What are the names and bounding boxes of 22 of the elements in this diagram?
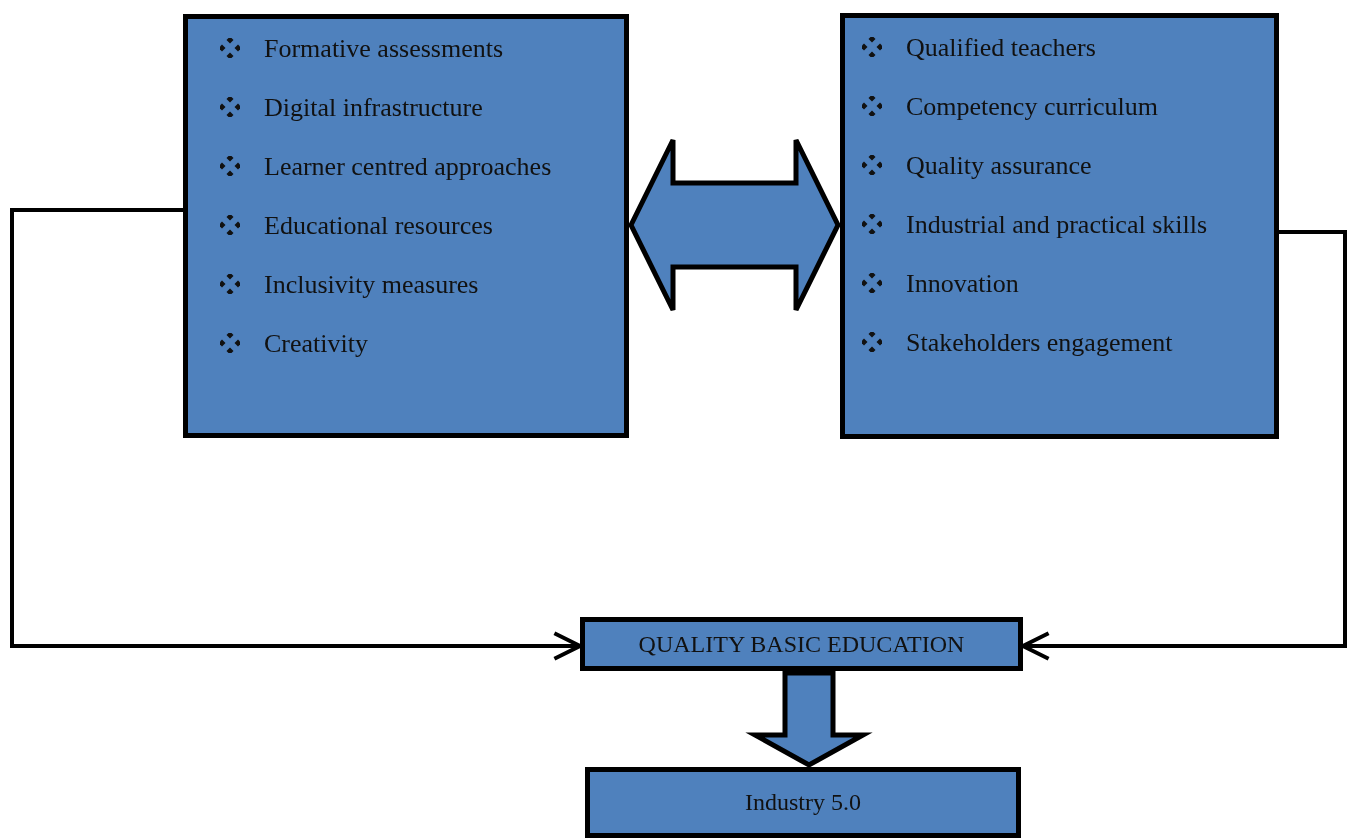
list-item: Digital infrastructure bbox=[264, 92, 483, 124]
arrow bbox=[1021, 230, 1347, 661]
process-box bbox=[580, 617, 1023, 671]
list-box bbox=[840, 13, 1279, 439]
list-item: Competency curriculum bbox=[906, 91, 1158, 123]
arrow bbox=[10, 208, 582, 661]
list-item: Inclusivity measures bbox=[264, 269, 479, 301]
list-item: Stakeholders engagement bbox=[906, 327, 1173, 359]
list-item: Quality assurance bbox=[906, 150, 1092, 182]
list-item: Innovation bbox=[906, 268, 1019, 300]
list-item: Industrial and practical skills bbox=[906, 209, 1208, 241]
node-label: Industry 5.0 bbox=[745, 789, 861, 816]
list-box bbox=[183, 14, 629, 438]
block-arrow bbox=[745, 670, 873, 768]
list-item: Creativity bbox=[264, 328, 368, 360]
process-box bbox=[585, 767, 1021, 838]
block-arrow bbox=[628, 137, 841, 313]
list-item: Formative assessments bbox=[264, 33, 504, 65]
node-label: QUALITY BASIC EDUCATION bbox=[638, 630, 965, 658]
list-item: Qualified teachers bbox=[906, 32, 1096, 64]
list-item: Learner centred approaches bbox=[264, 151, 552, 183]
list-item: Educational resources bbox=[264, 210, 493, 242]
